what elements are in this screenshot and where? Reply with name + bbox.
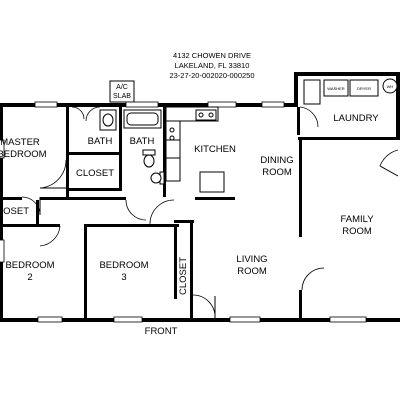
room-labels: MASTER BEDROOM BATH BATH CLOSET CLOSET K… [0,113,379,337]
doors [21,106,399,319]
family-room-label-1: FAMILY [340,214,374,225]
bedroom-2-label-2: 2 [27,272,32,283]
living-room-label-2: ROOM [237,266,267,277]
water-heater-label: WH [387,84,394,89]
closet-master-label: CLOSET [76,168,114,179]
bedroom-3-label-1: BEDROOM [99,260,148,271]
interior-walls [0,107,302,318]
living-room-label-1: LIVING [236,254,267,265]
kitchen-label: KITCHEN [194,144,236,155]
laundry-label: LAUNDRY [333,113,379,124]
closet-bedroom-3-label: CLOSET [178,257,189,295]
front-label: FRONT [145,326,178,337]
master-bedroom-label-1: MASTER [0,137,40,148]
dining-room-label-2: ROOM [262,167,292,178]
ac-slab: A/C SLAB [109,80,135,103]
parcel-number: 23-27-20-002020-000250 [169,71,254,80]
bedroom-2-label-1: BEDROOM [5,260,54,271]
master-bedroom-label-2: BEDROOM [0,149,47,160]
windows [0,101,367,323]
address-line-2: LAKELAND, FL 33810 [175,61,250,70]
fixtures: WASHER DRYER WH [99,78,398,193]
dryer-label: DRYER [357,86,371,91]
address-line-1: 4132 CHOWEN DRIVE [173,51,251,60]
family-room-label-2: ROOM [342,226,372,237]
bath-2-label: BATH [130,136,155,147]
bedroom-3-label-2: 3 [121,272,126,283]
bath-1-label: BATH [88,136,113,147]
ac-label-1: A/C [116,84,128,91]
ac-label-2: SLAB [113,93,131,100]
washer-label: WASHER [327,86,345,91]
closet-hall-label: CLOSET [0,206,29,217]
dining-room-label-1: DINING [260,155,293,166]
